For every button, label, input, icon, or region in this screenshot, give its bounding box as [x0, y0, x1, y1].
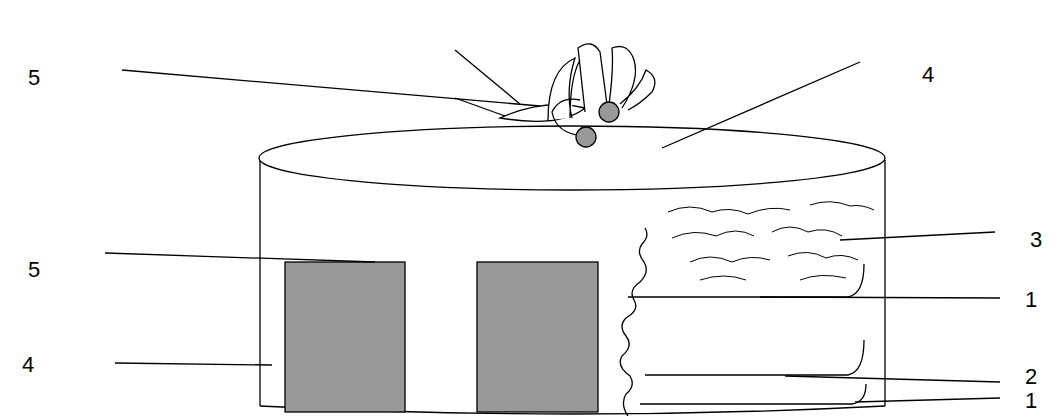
callout-number: 3 — [1030, 229, 1042, 251]
cake-layer — [645, 340, 864, 375]
cake-layer — [640, 384, 866, 404]
leader-line — [455, 50, 520, 104]
callout-number: 4 — [922, 64, 934, 86]
side-plate — [285, 262, 405, 412]
decoration-ball — [599, 102, 619, 122]
leader-line — [115, 363, 272, 365]
cake-layer — [628, 264, 864, 297]
cut-edge — [620, 228, 647, 416]
decoration-ball — [576, 127, 596, 147]
callout-number: 5 — [28, 259, 40, 281]
callout-number: 4 — [22, 354, 34, 376]
leader-line — [105, 253, 375, 262]
cake-top — [259, 126, 885, 190]
callout-number: 5 — [28, 67, 40, 89]
side-plate — [477, 262, 598, 412]
cake-side — [884, 160, 885, 406]
leader-line — [785, 376, 1000, 382]
chocolate-decoration — [500, 105, 585, 122]
leader-line — [760, 297, 1000, 298]
leader-line — [455, 98, 505, 116]
callout-number: 2 — [1025, 366, 1037, 388]
callout-number: 1 — [1025, 289, 1037, 311]
callout-number: 1 — [1025, 390, 1037, 412]
leader-line — [122, 70, 540, 106]
cream-texture — [668, 202, 874, 280]
leader-line — [855, 398, 1000, 402]
cake-side — [259, 160, 260, 406]
leader-line — [840, 232, 995, 240]
leader-line — [662, 62, 860, 148]
